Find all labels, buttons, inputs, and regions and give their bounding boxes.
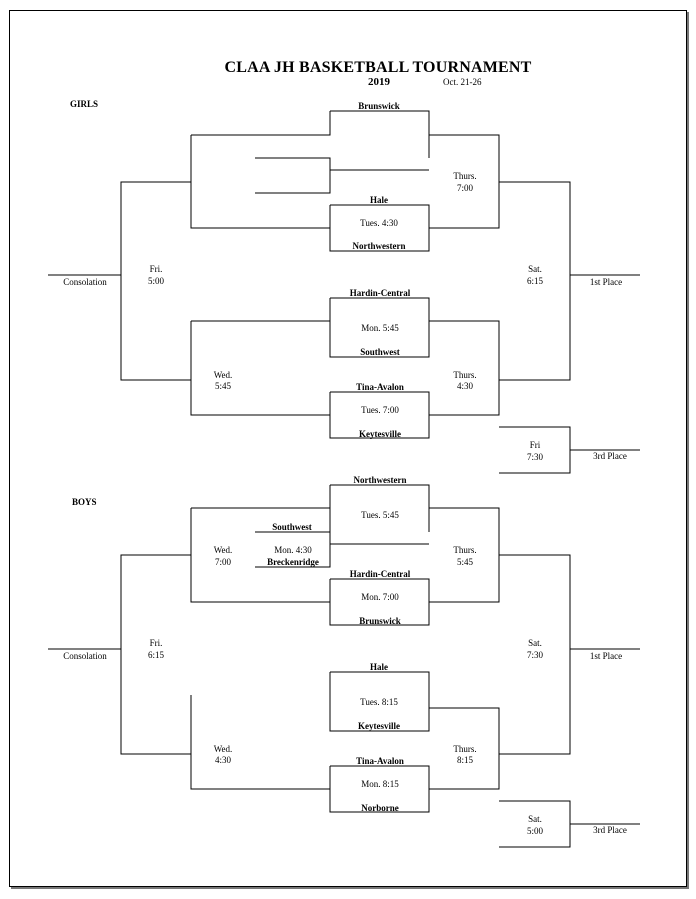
girls-first-place-label: 1st Place xyxy=(589,277,623,287)
boys-team-norborne: Norborne xyxy=(361,803,399,813)
girls-third-day: Fri xyxy=(529,440,541,450)
boys-sat-day: Sat. xyxy=(528,638,542,648)
girls-section-label: GIRLS xyxy=(70,99,99,109)
boys-third-time: 5:00 xyxy=(526,826,544,836)
girls-wed-day: Wed. xyxy=(213,370,233,380)
girls-time-tues-700: Tues. 7:00 xyxy=(361,405,399,415)
boys-team-southwest: Southwest xyxy=(272,522,312,532)
boys-thurs-top-day: Thurs. xyxy=(453,545,477,555)
girls-time-mon-545: Mon. 5:45 xyxy=(361,323,399,333)
girls-thurs-top-day: Thurs. xyxy=(453,171,477,181)
boys-time-mon-815: Mon. 8:15 xyxy=(361,779,399,789)
girls-bracket-lines xyxy=(48,110,640,474)
boys-team-northwestern: Northwestern xyxy=(353,475,407,485)
boys-first-place-label: 1st Place xyxy=(589,651,623,661)
girls-thurs-top-time: 7:00 xyxy=(456,183,474,193)
girls-team-keytesville: Keytesville xyxy=(359,429,401,439)
girls-sat-day: Sat. xyxy=(528,264,542,274)
girls-team-tina-avalon: Tina-Avalon xyxy=(356,382,404,392)
girls-wed-time: 5:45 xyxy=(214,381,232,391)
boys-consolation-label: Consolation xyxy=(63,651,107,661)
boys-sat-time: 7:30 xyxy=(526,650,544,660)
boys-team-hardin-central: Hardin-Central xyxy=(349,569,411,579)
boys-thurs-top-time: 5:45 xyxy=(456,557,474,567)
girls-thurs-bot-day: Thurs. xyxy=(453,370,477,380)
boys-team-tina-avalon: Tina-Avalon xyxy=(356,756,404,766)
girls-team-northwestern: Northwestern xyxy=(352,241,406,251)
boys-wed-top-time: 7:00 xyxy=(214,557,232,567)
boys-wed-bot-time: 4:30 xyxy=(214,755,232,765)
girls-fri-time: 5:00 xyxy=(147,276,165,286)
boys-team-keytesville: Keytesville xyxy=(358,721,400,731)
boys-fri-day: Fri. xyxy=(149,638,163,648)
boys-time-tues-815: Tues. 8:15 xyxy=(360,697,398,707)
girls-team-hardin-central: Hardin-Central xyxy=(349,288,411,298)
girls-sat-time: 6:15 xyxy=(526,276,544,286)
boys-third-day: Sat. xyxy=(528,814,542,824)
girls-team-hale: Hale xyxy=(370,195,388,205)
boys-section-label: BOYS xyxy=(72,497,97,507)
boys-time-tues-545: Tues. 5:45 xyxy=(361,510,399,520)
girls-team-southwest: Southwest xyxy=(360,347,400,357)
boys-team-breckenridge: Breckenridge xyxy=(267,557,319,567)
girls-third-time: 7:30 xyxy=(526,452,544,462)
boys-third-place-label: 3rd Place xyxy=(593,825,627,835)
girls-team-brunswick: Brunswick xyxy=(358,101,400,111)
boys-bracket-lines xyxy=(48,484,640,848)
girls-third-place-label: 3rd Place xyxy=(593,451,627,461)
girls-time-tues-430: Tues. 4:30 xyxy=(360,218,398,228)
boys-thurs-bot-time: 8:15 xyxy=(456,755,474,765)
page-title: CLAA JH BASKETBALL TOURNAMENT xyxy=(224,59,532,76)
girls-consolation-label: Consolation xyxy=(63,277,107,287)
boys-fri-time: 6:15 xyxy=(147,650,165,660)
girls-thurs-bot-time: 4:30 xyxy=(456,381,474,391)
boys-time-mon-430: Mon. 4:30 xyxy=(274,545,312,555)
boys-thurs-bot-day: Thurs. xyxy=(453,744,477,754)
tournament-sheet xyxy=(9,10,687,887)
boys-team-brunswick: Brunswick xyxy=(359,616,401,626)
boys-wed-bot-day: Wed. xyxy=(213,744,233,754)
boys-time-mon-700: Mon. 7:00 xyxy=(361,592,399,602)
boys-team-hale: Hale xyxy=(370,662,388,672)
boys-wed-top-day: Wed. xyxy=(213,545,233,555)
tournament-dates: Oct. 21-26 xyxy=(443,77,482,87)
tournament-year: 2019 xyxy=(368,76,390,88)
girls-fri-day: Fri. xyxy=(149,264,163,274)
